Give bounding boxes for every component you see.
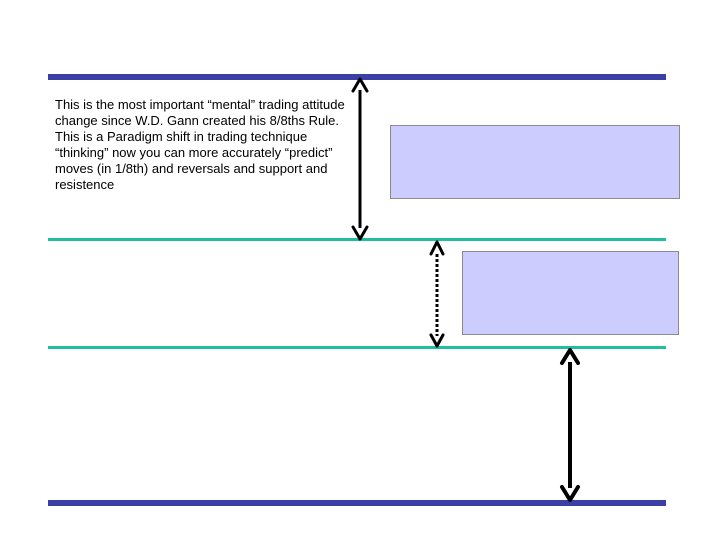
middle-blank-box <box>462 251 679 335</box>
middle-range-arrow-up-head <box>429 240 445 256</box>
top-range-arrow-up-head <box>351 77 369 93</box>
bottom-level-line <box>48 500 666 506</box>
upper-blank-box <box>390 125 680 199</box>
bottom-range-arrow <box>560 348 580 502</box>
top-range-arrow <box>351 77 369 241</box>
bottom-range-arrow-up-head <box>560 348 580 365</box>
lower-middle-level-line <box>48 346 666 349</box>
top-level-line <box>48 74 666 80</box>
middle-range-arrow-down-head <box>429 333 445 348</box>
middle-range-dotted-arrow <box>429 240 445 348</box>
top-range-arrow-down-head <box>351 225 369 241</box>
bottom-range-arrow-down-head <box>560 485 580 502</box>
upper-middle-level-line <box>48 238 666 241</box>
note-text: This is the most important “mental” trad… <box>55 97 345 192</box>
